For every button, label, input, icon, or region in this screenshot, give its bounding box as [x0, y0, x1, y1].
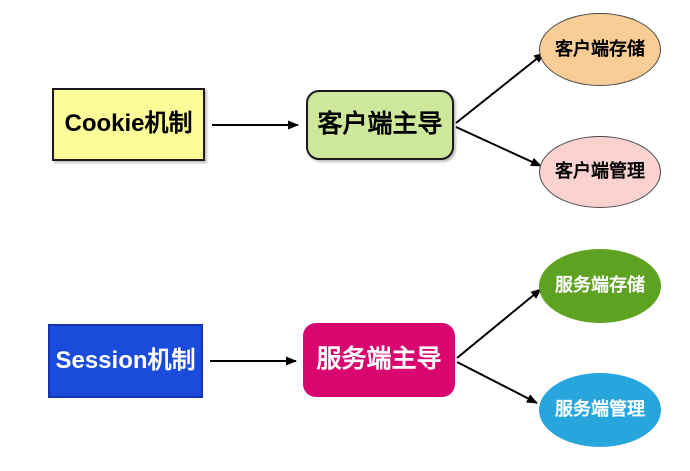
arrow-client-hub-to-manage [455, 126, 542, 167]
node-client-led: 客户端主导 [306, 90, 454, 160]
node-session-mechanism-label: Session机制 [55, 346, 196, 374]
node-server-storage-label: 服务端存储 [555, 275, 645, 296]
arrow-client-hub-to-store [455, 52, 545, 124]
arrow-server-hub-to-store [456, 288, 542, 359]
node-cookie-mechanism: Cookie机制 [52, 88, 205, 161]
node-client-storage: 客户端存储 [539, 13, 661, 86]
node-server-management-label: 服务端管理 [555, 399, 645, 420]
node-server-management: 服务端管理 [539, 373, 661, 447]
node-server-led: 服务端主导 [303, 323, 455, 397]
node-client-management: 客户端管理 [539, 136, 661, 208]
node-session-mechanism: Session机制 [48, 324, 203, 398]
node-cookie-mechanism-label: Cookie机制 [64, 110, 193, 138]
node-server-led-label: 服务端主导 [316, 345, 442, 374]
node-server-storage: 服务端存储 [539, 249, 661, 323]
node-client-storage-label: 客户端存储 [555, 38, 645, 59]
arrow-server-hub-to-manage [456, 361, 538, 404]
node-client-management-label: 客户端管理 [555, 161, 645, 182]
node-client-led-label: 客户端主导 [317, 110, 443, 139]
